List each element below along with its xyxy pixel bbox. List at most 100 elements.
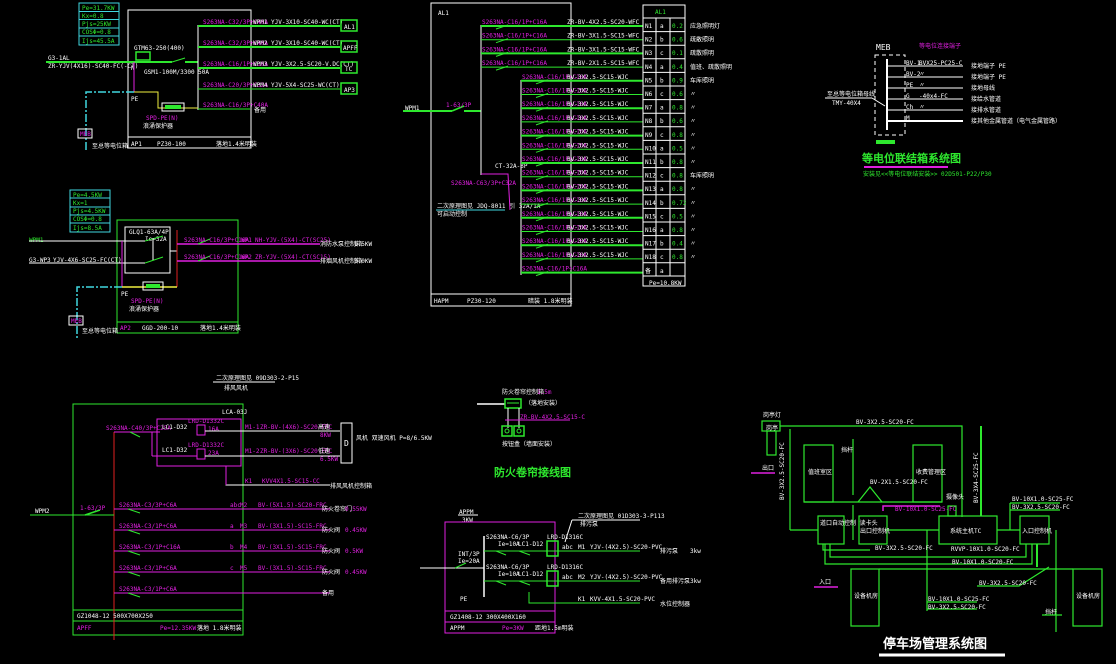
al1-table-phase: b bbox=[660, 241, 664, 248]
al1-table-dest: 〃 bbox=[690, 241, 696, 248]
parking-cable: RVVP-10X1.0-SC20-FC bbox=[951, 546, 1020, 553]
al1-cable: BV-3X2.5-SC15-WJC bbox=[567, 183, 629, 190]
al1-table-id: N5 bbox=[645, 77, 653, 84]
appm-note2: 排污泵 bbox=[580, 520, 598, 528]
ap2-circuit-id: WP1 bbox=[241, 237, 252, 244]
apff-power: 0.5KW bbox=[345, 548, 363, 555]
al1-table-id: N7 bbox=[645, 105, 653, 112]
apff-relay1-rating: 16A bbox=[208, 426, 219, 433]
apff-control-dest: 排风风机控制箱 bbox=[330, 482, 372, 490]
al1-breaker: S263NA-C16/1P+C16A bbox=[522, 129, 587, 136]
ap1-dest: AP3 bbox=[344, 87, 355, 94]
meb-row-dest: 接地端子 PE bbox=[971, 62, 1006, 70]
al1-table-kw: 0.5 bbox=[672, 213, 683, 220]
appm-power: 3kw bbox=[690, 578, 701, 585]
al1-cable: BV-3X2.5-SC15-WJC bbox=[567, 238, 629, 245]
parking-label: 挡杆 bbox=[841, 446, 853, 454]
meb-bar bbox=[876, 140, 895, 144]
al1-table-dest: 〃 bbox=[690, 200, 696, 207]
al1-panel-label: AL1 bbox=[438, 10, 449, 17]
appm-breaker: S263NA-C6/3P bbox=[486, 564, 530, 571]
parking-cable: BV-10X1.0-SC25-FC bbox=[895, 506, 957, 513]
shutter-title: 防火卷帘接线图 bbox=[494, 465, 571, 479]
apff-cable: BV-(3X1.5)-SC15-FRC bbox=[258, 565, 327, 572]
ap1-pe-label: PE bbox=[131, 96, 139, 103]
appm-breaker: S263NA-C6/3P bbox=[486, 534, 530, 541]
appm-circuit-id: M2 bbox=[578, 574, 586, 581]
al1-table-phase: a bbox=[660, 145, 664, 152]
ap1-param: COSΦ=0.8 bbox=[82, 29, 111, 36]
appm-dest: 备用排污泵 bbox=[660, 577, 690, 585]
apff-footer-pe: Pe=12.35KW bbox=[160, 625, 197, 632]
meb-row-cable: 〃 bbox=[919, 82, 925, 89]
al1-table-dest: 〃 bbox=[690, 254, 696, 261]
ap1-footer-id: AP1 bbox=[131, 141, 142, 148]
apff-fan-cable: ZR-BV-(3X6)-SC20-FRC bbox=[260, 448, 333, 455]
ap2-ats-rating: Ie=32A bbox=[145, 236, 167, 243]
appm-power: 3kw bbox=[690, 548, 701, 555]
appm-main-breaker: INT/3P bbox=[458, 551, 480, 558]
al1-table-kw: 0.8 bbox=[672, 173, 683, 180]
appm-main-rating: Ie=20A bbox=[458, 558, 480, 565]
apff-dest: 防火阀 bbox=[322, 568, 340, 576]
al1-breaker: S263NA-C16/1P+C16A bbox=[522, 252, 587, 259]
al1-cable: BV-3X2.5-SC15-WJC bbox=[567, 115, 629, 122]
al1-remote-note2: 可启动控制 bbox=[437, 210, 467, 218]
al1-table-phase: c bbox=[660, 173, 664, 180]
ap2-param: Pjs=4.5KW bbox=[73, 208, 106, 215]
al1-breaker: S263NA-C16/1P+C16A bbox=[522, 74, 587, 81]
ap1-param: Kx=0.8 bbox=[82, 13, 104, 20]
al1-breaker: S263NA-C16/1P+C16A bbox=[522, 225, 587, 232]
al1-table-title: AL1 bbox=[655, 9, 666, 16]
al1-table-phase: c bbox=[660, 132, 664, 139]
apff-fan-note: 风机 双速风机 P=8/6.5KW bbox=[356, 434, 432, 442]
ap2-param: Kx=1 bbox=[73, 200, 88, 207]
al1-table-kw: 0.8 bbox=[672, 227, 683, 234]
al1-table-id: 备 bbox=[645, 267, 651, 275]
ap1-spd-label: SPD-PE(N) bbox=[146, 115, 179, 122]
al1-table-id: N18 bbox=[645, 254, 656, 261]
al1-table-kw: 0.4 bbox=[672, 241, 683, 248]
ap2-breaker: S263NA-C16/3P+C16A bbox=[184, 237, 249, 244]
al1-breaker: S263NA-C16/1P+C16A bbox=[522, 142, 587, 149]
al1-cable: BV-3X2.5-SC15-WJC bbox=[567, 74, 629, 81]
ap2-footer-note: 落地1.4米明装 bbox=[200, 324, 241, 332]
apff-fan-speed: 高速 bbox=[318, 423, 330, 431]
meb-row-dest: 接给水管道 bbox=[971, 95, 1001, 103]
al1-incoming: WPM1 bbox=[405, 105, 420, 112]
parking-label: 出口 bbox=[762, 464, 774, 472]
al1-remote-note: 二次原理图见 JDQ-8011 引 32A/1A bbox=[437, 202, 541, 210]
apff-footer-id: APFF bbox=[77, 625, 92, 632]
parking-diagram: 岗亭灯 岗亭 出口 入口 挡杆 挡杆 值班室区 收费管理区 道口自动控制 读卡头… bbox=[751, 411, 1103, 657]
al1-breaker: S263NA-C16/1P+C16A bbox=[522, 115, 587, 122]
appm-rating: Ie=10A bbox=[498, 571, 520, 578]
al1-table-id: N6 bbox=[645, 91, 653, 98]
ap1-dest: AL1 bbox=[344, 24, 355, 31]
al1-table-dest: 〃 bbox=[690, 159, 696, 166]
al1-table-dest: 〃 bbox=[690, 132, 696, 139]
parking-label: 挡杆 bbox=[1045, 608, 1057, 616]
al1-breaker: S263NA-C16/1P+C16A bbox=[522, 266, 587, 273]
parking-cable: BV-3X2.5-SC20-FC bbox=[779, 442, 786, 500]
al1-panel: AL1 WPM1 1-63/3P CT-32A-3P S263NA-C63/3P… bbox=[403, 2, 732, 307]
apff-phase: abc bbox=[230, 502, 241, 509]
al1-footer-id: HAPM bbox=[434, 298, 449, 305]
ap1-incoming-label: G3-1AL bbox=[48, 55, 70, 62]
ap1-circuit-id: WPM1 bbox=[253, 19, 268, 26]
al1-breaker: S263NA-C16/1P+C16A bbox=[522, 156, 587, 163]
parking-cable: BV-10X1.0-SC20-FC bbox=[952, 559, 1014, 566]
ap1-meb-note: 至总等电位箱 bbox=[92, 142, 128, 150]
ap1-breaker: S263NA-C32/3P+C40A bbox=[203, 19, 268, 26]
al1-table-kw: 0.8 bbox=[672, 254, 683, 261]
ap1-dest: TC bbox=[345, 66, 353, 73]
ap2-footer-id: AP2 bbox=[120, 325, 131, 332]
ap1-param-table: Pe=31.7KW Kx=0.8 Pjs=25KW COSΦ=0.8 Ijs=4… bbox=[78, 2, 120, 46]
appm-rating: Ie=10A bbox=[498, 541, 520, 548]
al1-cable: ZR-BV-3X1.5-SC15-WFC bbox=[567, 33, 640, 40]
shutter-button bbox=[501, 425, 513, 437]
parking-label: 入口控制机 bbox=[1022, 527, 1052, 535]
al1-breaker: S263NA-C16/1P+C16A bbox=[482, 33, 547, 40]
apff-circuit-id: M2 bbox=[240, 502, 248, 509]
